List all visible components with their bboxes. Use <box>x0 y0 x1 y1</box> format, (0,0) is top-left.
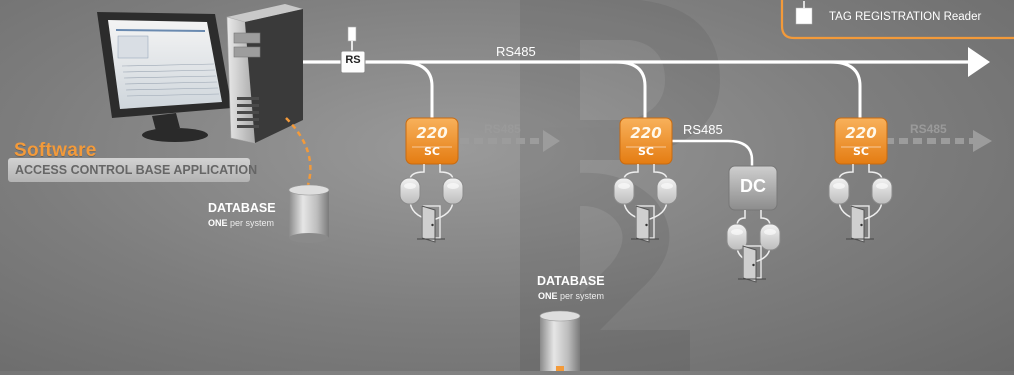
app-label-badge: ACCESS CONTROL BASE APPLICATION <box>8 158 257 182</box>
faint-bus-label-1: RS485 <box>484 122 521 136</box>
bus-arrow-head <box>968 47 990 77</box>
dc-bus-label: RS485 <box>683 122 723 137</box>
faint-bus-label-2: RS485 <box>910 122 947 136</box>
database-suffix-2: per system <box>557 291 605 301</box>
computer-tower <box>226 4 303 144</box>
rs-box-label: RS <box>345 54 361 66</box>
database-note-2: ONE per system <box>538 291 604 301</box>
tag-registration-frame <box>780 0 1014 40</box>
rs-converter-box <box>340 50 366 74</box>
controller-2-line2: SC <box>638 145 654 158</box>
controller-2 <box>619 117 673 165</box>
database-title-1: DATABASE <box>208 201 276 215</box>
controller-3-line1: 220 <box>845 124 877 142</box>
door-controller-label: DC <box>740 176 766 196</box>
database-count-1: ONE <box>208 218 228 228</box>
software-heading: Software <box>14 140 97 161</box>
tag-registration-label: TAG REGISTRATION Reader <box>829 11 982 23</box>
faint-bus-arrow-2 <box>885 130 992 152</box>
database-cylinder-2 <box>539 310 581 371</box>
computer-monitor <box>97 12 232 142</box>
controller-3-line2: SC <box>853 145 869 158</box>
faint-bus-arrow-1 <box>460 130 560 152</box>
tag-reader-icon <box>795 7 813 25</box>
door-controller-box <box>728 165 778 211</box>
database-note-1: ONE per system <box>208 218 274 228</box>
main-bus-label: RS485 <box>496 44 536 59</box>
branch-line-2 <box>615 60 647 118</box>
controller-2-line1: 220 <box>630 124 662 142</box>
branch-line-3 <box>829 60 862 118</box>
controller-1 <box>405 117 459 165</box>
reader-group-dc <box>726 210 781 283</box>
db-link-dashed <box>285 117 312 186</box>
database-title-2: DATABASE <box>537 274 605 288</box>
database-count-2: ONE <box>538 291 558 301</box>
rs-box-tab <box>347 26 357 42</box>
branch-line-1 <box>399 60 434 118</box>
controller-3 <box>834 117 888 165</box>
controller-1-line1: 220 <box>416 124 448 142</box>
reader-group-3 <box>828 164 893 243</box>
database-cylinder-1 <box>288 184 330 243</box>
reader-group-1 <box>399 164 464 243</box>
dc-bus-line <box>668 139 754 166</box>
database-suffix-1: per system <box>227 218 275 228</box>
controller-1-line2: SC <box>424 145 440 158</box>
reader-group-2 <box>613 164 678 243</box>
